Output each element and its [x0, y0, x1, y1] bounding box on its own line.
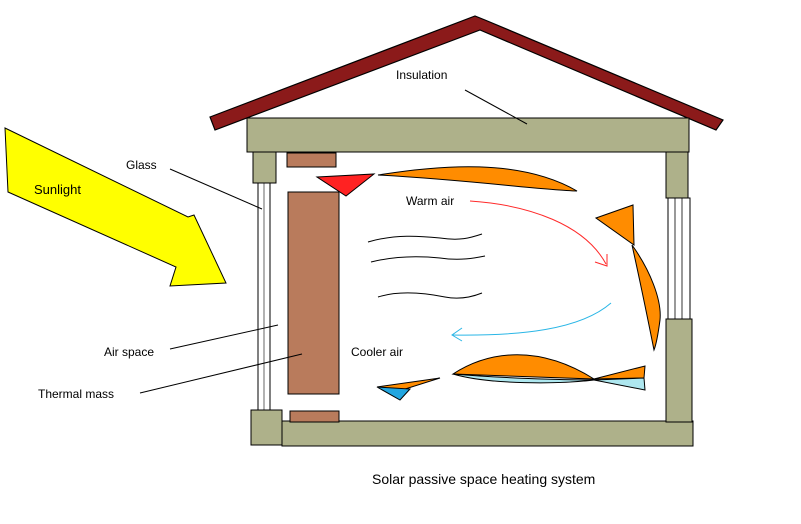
insulation-leader	[464, 89, 528, 125]
left-wall-bottom-block	[250, 409, 283, 446]
cool-air-triangle-small	[376, 386, 412, 401]
warm-air-stream-right	[631, 244, 661, 352]
warm-air-label: Warm air	[406, 194, 454, 208]
glass-label: Glass	[126, 158, 157, 172]
sunlight-arrow	[4, 127, 227, 287]
cool-air-arrowhead	[451, 327, 463, 342]
air-wave-line	[370, 255, 486, 263]
air-wave-line	[377, 292, 483, 299]
warm-air-stream-bottom-right	[593, 365, 646, 380]
ceiling-slab	[246, 117, 690, 153]
glass-leader	[169, 168, 263, 210]
warm-air-stream-bottom	[451, 354, 596, 380]
cool-air-stream-bottom-right	[593, 377, 646, 391]
air-space-label: Air space	[104, 345, 154, 359]
air-space-leader	[169, 324, 279, 350]
thermal-mass-label: Thermal mass	[38, 387, 114, 401]
warm-air-stream-top	[377, 166, 578, 192]
sunlight-label: Sunlight	[34, 182, 81, 197]
right-window	[667, 197, 691, 320]
insulation-label: Insulation	[396, 68, 447, 82]
right-wall-upper	[665, 151, 689, 199]
roof	[209, 15, 724, 131]
warm-air-arrowhead	[594, 254, 608, 267]
left-wall-top-block	[252, 151, 277, 184]
warm-air-stream-right-top	[594, 204, 635, 246]
thermal-mass-wall	[287, 191, 340, 395]
right-wall-lower	[665, 318, 693, 423]
thermal-mass-leader	[139, 353, 303, 394]
floor-slab	[281, 420, 694, 447]
diagram-caption: Solar passive space heating system	[372, 471, 595, 487]
cool-air-flow-arrow	[451, 302, 612, 336]
warm-air-flow-arrow	[469, 200, 607, 265]
thermal-mass-bottom-vent	[289, 410, 340, 423]
air-wave-line	[367, 233, 483, 243]
thermal-mass-top-vent	[286, 152, 337, 168]
cooler-air-label: Cooler air	[351, 345, 403, 359]
hot-air-triangle	[315, 173, 376, 197]
